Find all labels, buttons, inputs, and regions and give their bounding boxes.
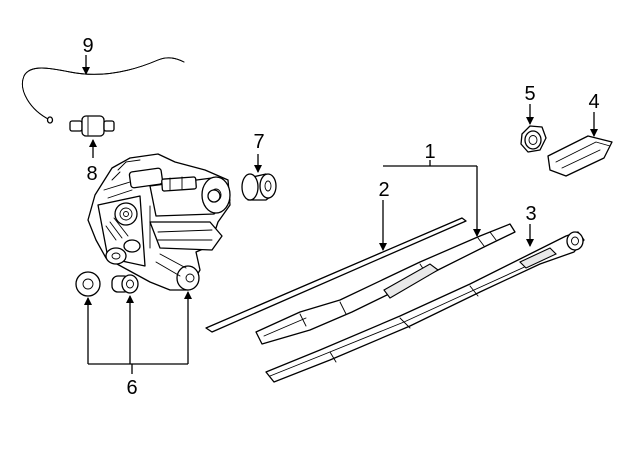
callout-8: 8 <box>86 163 97 185</box>
callout-1-bracket <box>379 160 481 251</box>
callout-1: 1 <box>424 141 435 163</box>
pivot-cap <box>547 135 613 177</box>
washer-hose <box>22 57 185 124</box>
wiper-arm <box>265 231 585 383</box>
callout-2: 2 <box>378 179 389 201</box>
callout-9: 9 <box>82 35 93 57</box>
callout-5: 5 <box>524 83 535 105</box>
callout-6-bracket <box>84 291 192 374</box>
grommet-connector <box>69 115 115 137</box>
callout-3: 3 <box>525 203 536 225</box>
callout-7: 7 <box>253 131 264 153</box>
bushing-1 <box>75 271 101 297</box>
callout-6: 6 <box>126 377 137 399</box>
bushing-2 <box>111 274 139 294</box>
blade-refill <box>205 217 467 333</box>
grommet <box>241 173 277 201</box>
wiper-motor-assembly <box>87 153 231 291</box>
nut <box>520 125 547 153</box>
wiper-blade <box>255 223 516 345</box>
callout-4: 4 <box>588 91 599 113</box>
